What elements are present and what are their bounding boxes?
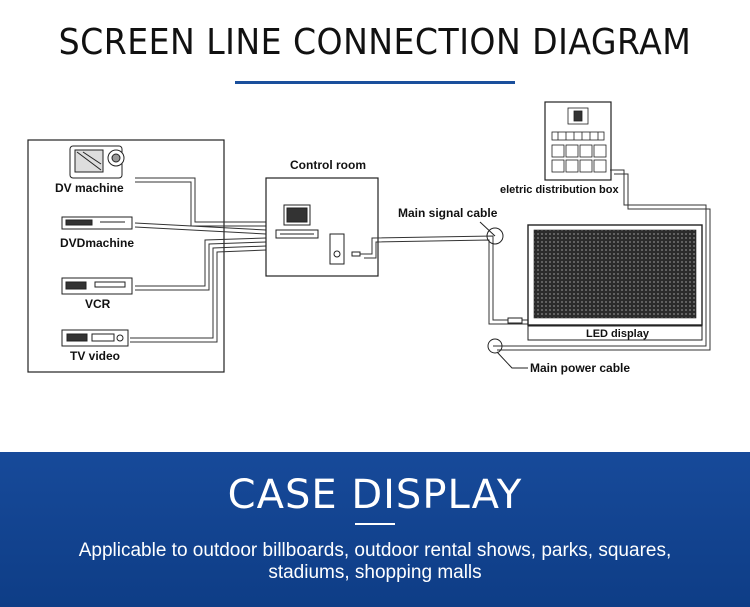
dv-machine-label: DV machine (55, 181, 124, 195)
page-title: SCREEN LINE CONNECTION DIAGRAM (58, 22, 692, 63)
banner-divider (355, 523, 395, 525)
control-room-box (265, 177, 379, 277)
distribution-box (544, 101, 612, 181)
led-display-label: LED display (586, 328, 649, 340)
vcr-label: VCR (85, 297, 111, 311)
tv-video-icon (61, 329, 129, 347)
power-lines (493, 169, 711, 351)
case-display-banner: CASE DISPLAY Applicable to outdoor billb… (0, 452, 750, 607)
dvd-machine-label: DVDmachine (60, 236, 135, 250)
power-cable-marker (487, 338, 503, 354)
signal-cable-lines (360, 235, 530, 325)
dvd-player-icon (61, 216, 133, 230)
dv-camera-icon (69, 145, 125, 179)
distribution-box-label: eletric distribution box (500, 184, 619, 196)
vcr-icon (61, 277, 133, 295)
banner-title: CASE DISPLAY (227, 472, 523, 518)
tv-video-label: TV video (70, 349, 121, 363)
sources-panel (27, 139, 225, 373)
power-cable-label: Main power cable (530, 361, 631, 375)
breaker-icons (551, 107, 607, 173)
control-room-label: Control room (290, 158, 366, 172)
connection-diagram (27, 101, 711, 373)
signal-cable-label: Main signal cable (398, 206, 498, 220)
computer-icon (275, 204, 361, 265)
led-label-strip (527, 325, 703, 341)
device-cables (130, 177, 267, 343)
signal-cable-marker (486, 227, 504, 245)
banner-description: Applicable to outdoor billboards, outdoo… (78, 540, 672, 583)
title-underline (235, 81, 515, 84)
